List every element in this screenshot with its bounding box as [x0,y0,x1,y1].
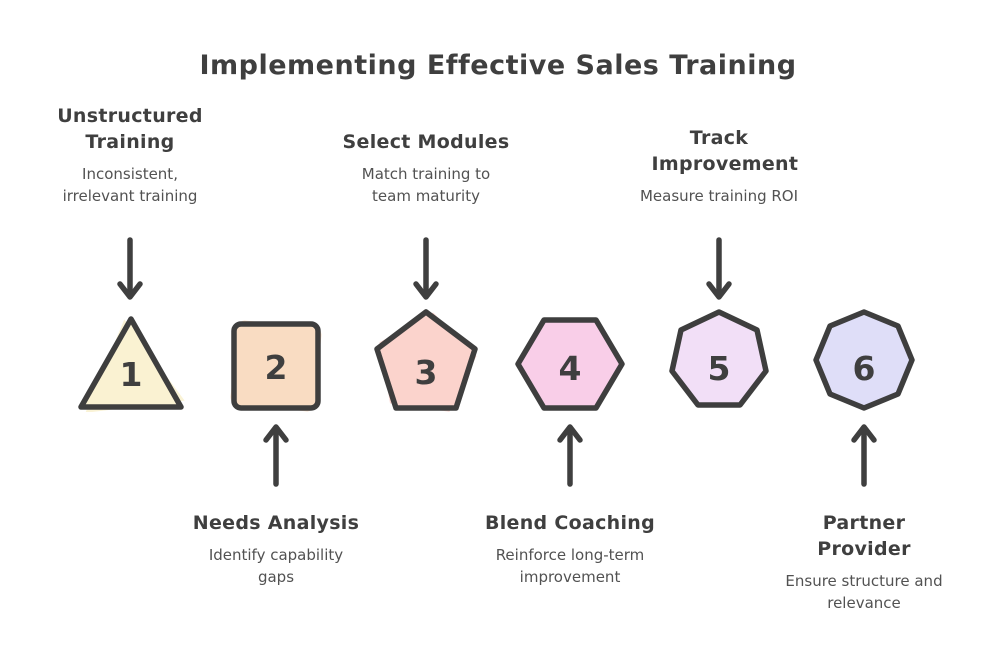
step2-square-shape: 2 [230,320,322,412]
step6-octagon-shape: 6 [813,309,915,411]
arrow-up-icon [851,424,877,487]
arrow-down-icon [706,237,732,300]
step1-desc: Inconsistent, irrelevant training [62,165,198,205]
step2-label-block: Needs Analysis Identify capability gaps [166,510,386,588]
step2-label: Needs Analysis [192,512,360,534]
step5-heptagon-shape: 5 [669,309,769,408]
arrow-down-icon [117,237,143,300]
step3-label: Select Modules [342,131,510,153]
step4-number: 4 [559,349,582,388]
step3-label-block: Select Modules Match training to team ma… [316,95,536,207]
step4-label-block: Blend Coaching Reinforce long-term impro… [460,510,680,588]
step6-number: 6 [853,349,876,388]
step1-triangle-shape: 1 [78,316,185,412]
step1-label: Unstructured Training [57,105,203,153]
step1-label-block: Unstructured Training Inconsistent, irre… [20,95,240,207]
step6-label: Partner Provider [817,512,911,560]
arrow-down-icon [413,237,439,300]
step6-label-block: Partner Provider Ensure structure and re… [754,510,974,614]
step3-pentagon-shape: 3 [374,309,478,412]
step5-desc: Measure training ROI [639,187,799,205]
step2-desc: Identify capability gaps [208,546,344,586]
diagram-title: Implementing Effective Sales Training [199,50,797,81]
step3-number: 3 [415,353,438,392]
step4-label: Blend Coaching [484,512,656,534]
step4-hexagon-shape: 4 [515,317,625,411]
step5-label: Track Improvement [651,127,799,175]
step4-desc: Reinforce long-term improvement [495,546,645,586]
step2-number: 2 [265,348,288,387]
arrow-up-icon [557,424,583,487]
step5-number: 5 [708,349,731,388]
step5-label-block: Track Improvement Measure training ROI [609,95,829,207]
arrow-up-icon [263,424,289,487]
step3-desc: Match training to team maturity [361,165,491,205]
step1-number: 1 [120,355,143,394]
step6-desc: Ensure structure and relevance [785,572,943,612]
